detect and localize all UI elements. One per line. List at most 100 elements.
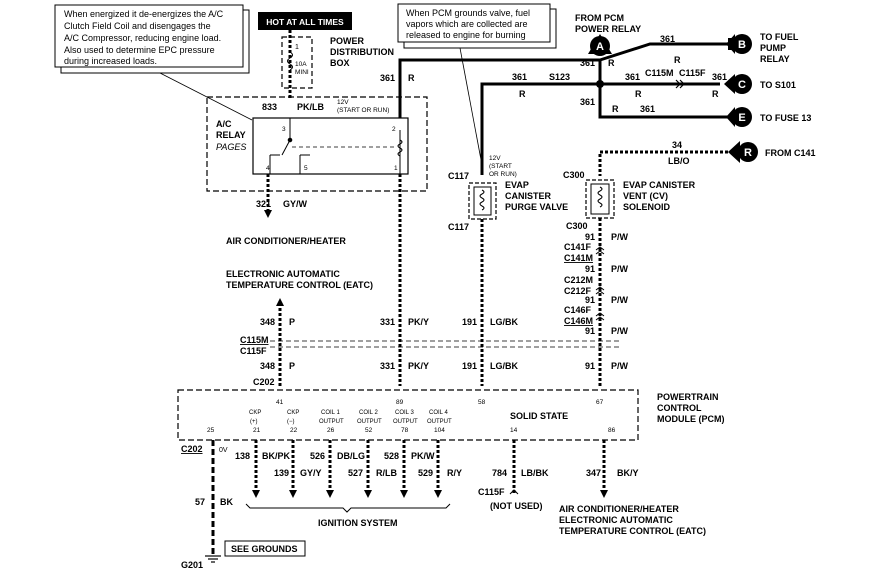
relay-pin-3: 3 [282, 126, 286, 133]
wire-529-num: 529 [418, 468, 433, 478]
pcm-relay-2: POWER RELAY [575, 24, 641, 34]
wire-361-num-d: 361 [580, 97, 595, 107]
conn-c141m: C141M [564, 253, 593, 263]
wire-138-color: BK/PK [262, 451, 291, 461]
wire-191-num-2: 191 [462, 361, 477, 371]
relay-12v: 12V [337, 99, 349, 106]
conn-c117-top: C117 [448, 171, 469, 181]
wire-526-num: 526 [310, 451, 325, 461]
dest-ac-heater: AIR CONDITIONER/HEATER [226, 236, 346, 246]
wire-331-num-1: 331 [380, 317, 395, 327]
note-valve-line-3: released to engine for burning [406, 30, 526, 40]
pcm-box [177, 389, 639, 441]
vent-coil-icon [597, 186, 603, 208]
wire-833-num: 833 [262, 102, 277, 112]
wire-321-color: GY/W [283, 199, 308, 209]
note-valve-line-2: vapors which are collected are [406, 19, 528, 29]
wire-348-num-2: 348 [260, 361, 275, 371]
offpage-r-letter: R [744, 147, 752, 159]
offpage-a: A [588, 34, 612, 56]
pcm-pin-14: 14 [510, 427, 518, 434]
wire-91-num-2: 91 [585, 264, 595, 274]
ignition-wires [252, 440, 442, 498]
conn-c115f-bottom: C115F [478, 487, 505, 497]
vent-chain-connectors [595, 246, 605, 321]
ac-relay-box [252, 117, 409, 175]
purge-valve-outline [468, 182, 497, 220]
wire-91-color-2: P/W [611, 264, 629, 274]
offpage-r: R FROM C141 [728, 141, 816, 163]
pcm-relay-1: FROM PCM [575, 13, 624, 23]
sig-coil3-2: OUTPUT [393, 419, 418, 425]
wire-361-num-f: 361 [660, 34, 675, 44]
wire-91-color-4: P/W [611, 326, 629, 336]
wire-361-color-a: R [408, 73, 415, 83]
wire-361-num-c: 361 [580, 58, 595, 68]
wire-139-num: 139 [274, 468, 289, 478]
sig-coil4-1: COIL 4 [429, 410, 448, 416]
pcm-pin-26: 26 [327, 427, 335, 434]
conn-c115m: C115M [240, 335, 269, 345]
wire-529-color: R/Y [447, 468, 462, 478]
ground-symbol-icon [205, 555, 221, 563]
wire-361-color-h: R [612, 104, 619, 114]
wire-361-color-g: R [712, 89, 719, 99]
wire-361-num-b: 361 [512, 72, 527, 82]
pdb-label-3: BOX [330, 58, 350, 68]
relay-pin-5: 5 [304, 165, 308, 172]
sig-coil2-1: COIL 2 [359, 410, 378, 416]
offpage-e-text: TO FUSE 13 [760, 113, 811, 123]
wire-348-num-1: 348 [260, 317, 275, 327]
offpage-r-text: FROM C141 [765, 148, 816, 158]
wire-34-color: LB/O [668, 156, 690, 166]
wire-139-color: GY/Y [300, 468, 322, 478]
note-hot-at-all-times: HOT AT ALL TIMES [258, 12, 352, 30]
wire-91-num-3: 91 [585, 295, 595, 305]
wire-347-color: BK/Y [617, 468, 639, 478]
pcm-pin-52: 52 [365, 427, 373, 434]
conn-c212f: C212F [564, 286, 592, 296]
conn-c115m-top: C115M [645, 68, 674, 78]
splice-s123 [596, 80, 604, 88]
wire-361-network [398, 42, 728, 175]
wire-361-num-a: 361 [380, 73, 395, 83]
splice-label: S123 [549, 72, 570, 82]
purge-label-1: EVAP [505, 180, 529, 190]
note-ac-line-2: Clutch Field Coil and disengages the [64, 21, 211, 31]
vent-label-2: VENT (CV) [623, 191, 668, 201]
fuse-number: 1 [295, 44, 299, 51]
leader-line [159, 72, 253, 121]
wire-321-num: 321 [256, 199, 271, 209]
fuse-rating-2: MINI [295, 69, 309, 76]
purge-label-2: CANISTER [505, 191, 552, 201]
pcm-label-2: CONTROL [657, 403, 702, 413]
wire-526-color: DB/LG [337, 451, 365, 461]
purge-valve-coil-box [473, 186, 492, 216]
purge-12v-2: (START [489, 163, 512, 170]
wire-191-color-2: LG/BK [490, 361, 518, 371]
offpage-c-text: TO S101 [760, 80, 796, 90]
pcm-pin-21: 21 [253, 427, 261, 434]
pcm-label-3: MODULE (PCM) [657, 414, 725, 424]
offpage-c-letter: C [738, 79, 746, 91]
sig-ckp-minus-2: (−) [287, 419, 295, 425]
wire-361-color-b: R [519, 89, 526, 99]
wire-91-num-5: 91 [585, 361, 595, 371]
note-ac-line-5: during increased loads. [64, 56, 157, 66]
note-ac-line-4: Also used to determine EPC pressure [64, 45, 215, 55]
offpage-b-text-2: PUMP [760, 43, 786, 53]
sig-coil1-1: COIL 1 [321, 410, 340, 416]
conn-c300-bottom: C300 [566, 221, 588, 231]
pcm-pin-67: 67 [596, 399, 604, 406]
pcm-label-1: POWERTRAIN [657, 392, 719, 402]
relay-label-2: RELAY [216, 130, 246, 140]
wire-361-color-f: R [674, 55, 681, 65]
pcm-pin-41: 41 [276, 399, 284, 406]
wire-91-color-1: P/W [611, 232, 629, 242]
power-distribution-box [281, 36, 313, 89]
wire-361-num-e: 361 [625, 72, 640, 82]
wire-57-color: BK [220, 497, 233, 507]
wire-527-color: R/LB [376, 468, 397, 478]
